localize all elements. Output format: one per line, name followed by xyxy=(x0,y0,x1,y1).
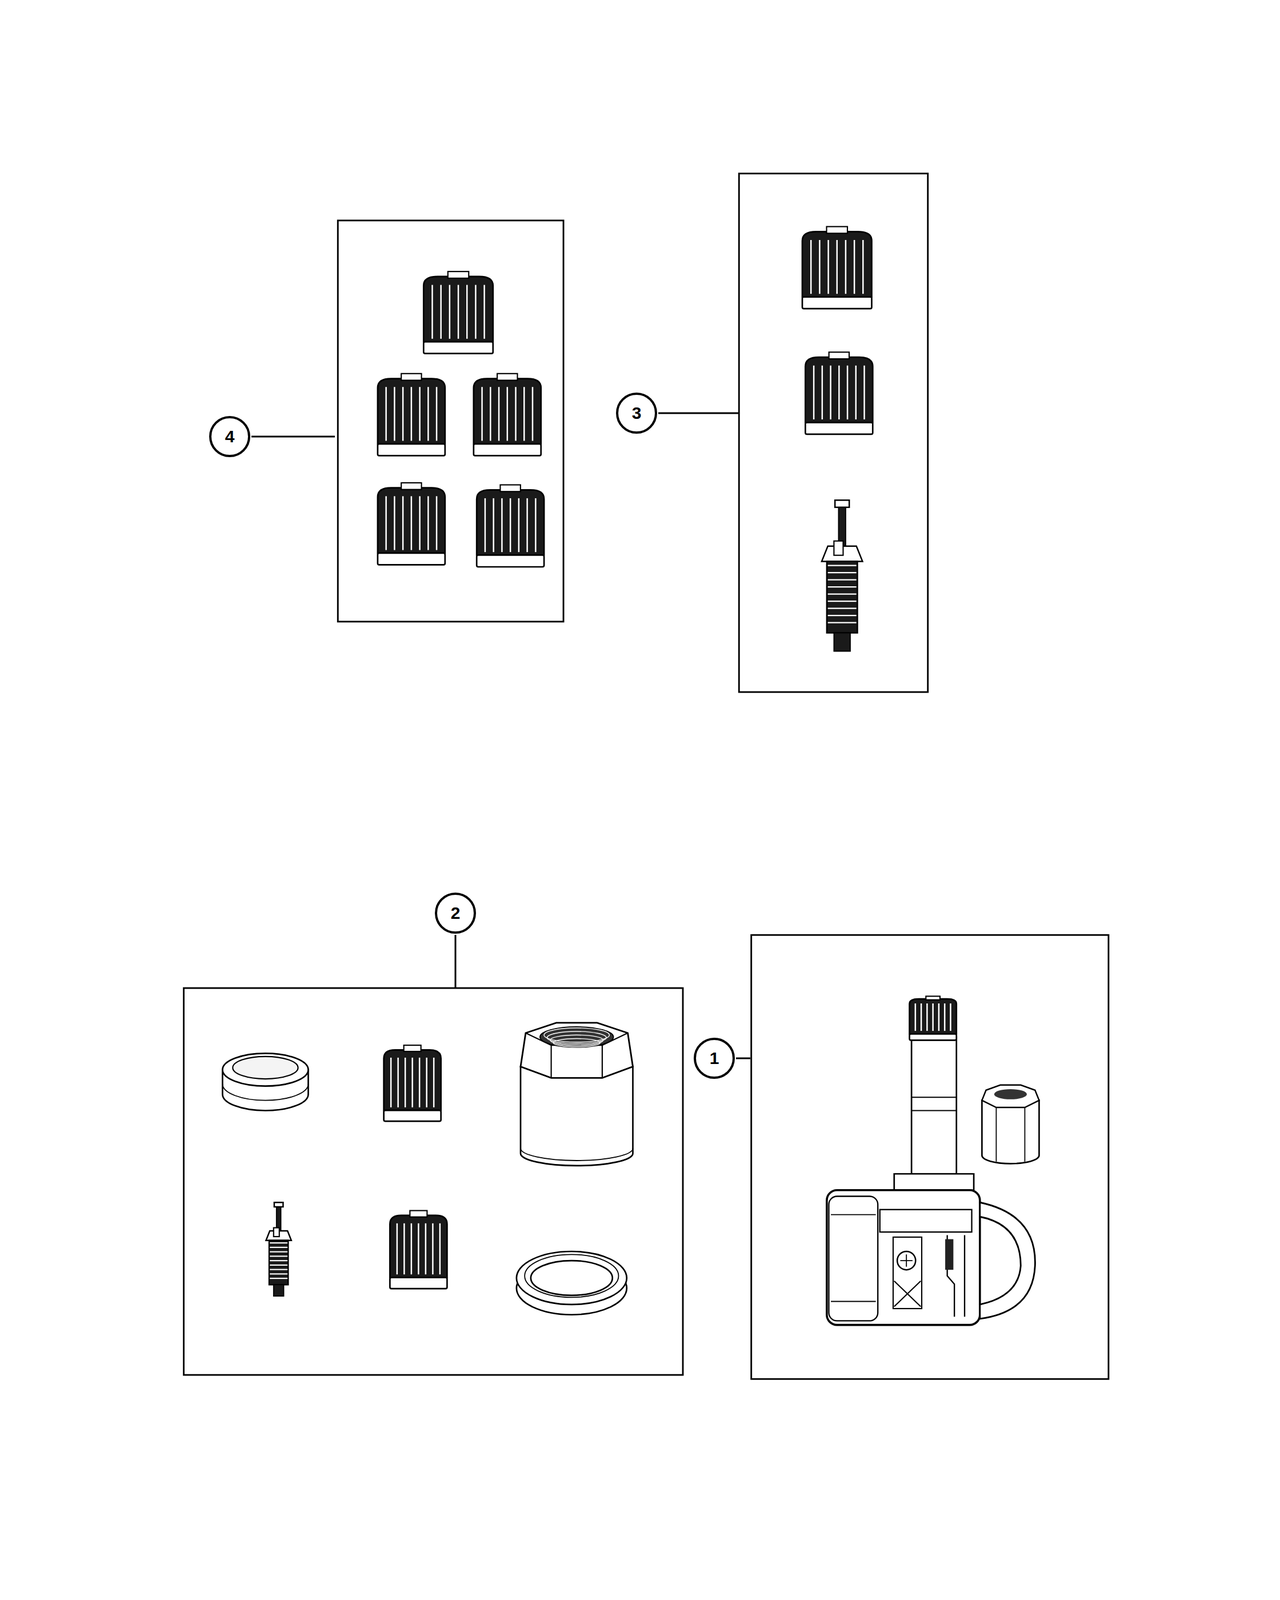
valve-cap xyxy=(389,1210,447,1290)
callout-circle: 2 xyxy=(434,892,476,934)
valve-cap xyxy=(476,484,544,567)
drawing-group xyxy=(184,173,1109,1380)
callout-number: 4 xyxy=(225,428,235,446)
valve-cap xyxy=(384,1045,442,1122)
seal-ring xyxy=(222,1053,308,1111)
kit-box xyxy=(738,173,928,692)
callout-number: 1 xyxy=(709,1049,720,1067)
valve-cap xyxy=(423,271,493,354)
valve-cap xyxy=(802,226,872,310)
callout-circle: 1 xyxy=(693,1037,735,1079)
callout-number: 2 xyxy=(450,904,461,922)
valve-cap xyxy=(473,373,542,456)
kit-box xyxy=(184,988,683,1375)
callout-circle: 4 xyxy=(209,416,251,458)
valve-cap xyxy=(377,373,446,456)
leader-line xyxy=(251,436,335,438)
valve-cap xyxy=(805,352,873,435)
callout-number: 3 xyxy=(632,404,642,422)
hex-nut xyxy=(520,1022,633,1166)
valve-core xyxy=(821,500,863,651)
leader-line xyxy=(736,1057,751,1060)
valve-cap xyxy=(377,482,446,566)
grommet xyxy=(516,1251,627,1315)
tpms-sensor xyxy=(826,1037,1036,1326)
kit-box xyxy=(337,220,564,622)
kit-box xyxy=(751,934,1109,1379)
valve-cap xyxy=(909,996,957,1040)
callout-circle: 3 xyxy=(616,392,658,434)
sensor-nut xyxy=(981,1085,1039,1164)
leader-line xyxy=(454,934,457,988)
valve-core xyxy=(266,1202,292,1296)
leader-line xyxy=(658,412,739,415)
